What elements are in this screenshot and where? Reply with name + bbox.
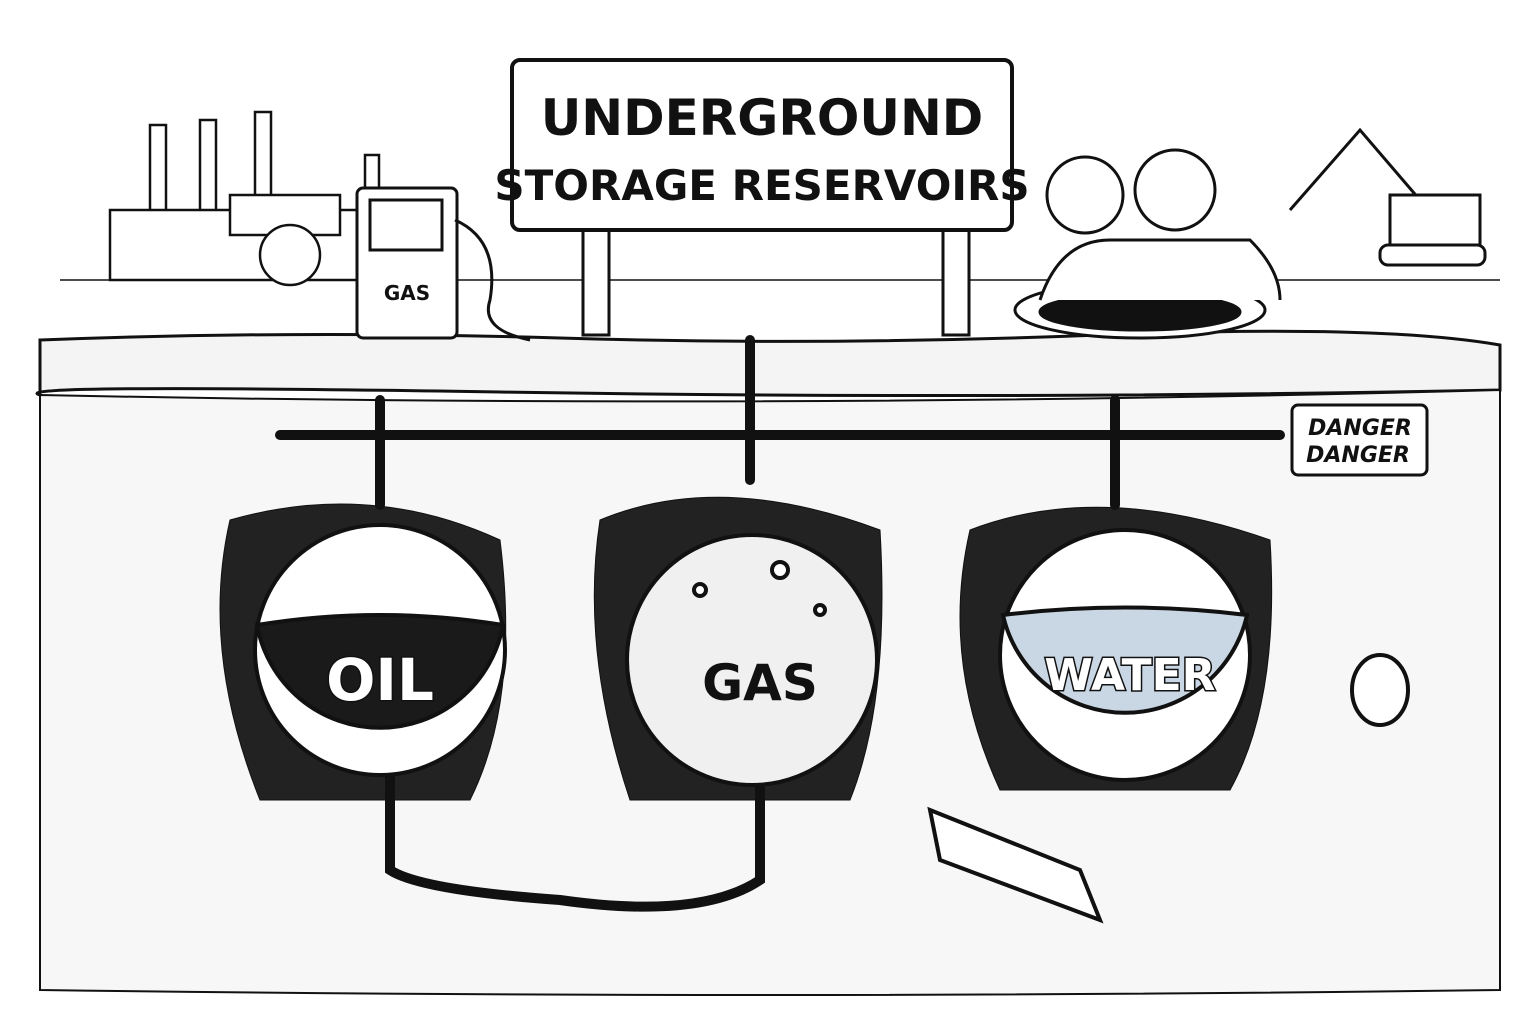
danger-line2: DANGER (1306, 443, 1410, 468)
excavator (1288, 127, 1487, 267)
tank-gas (625, 533, 879, 787)
factory (108, 110, 381, 287)
gas-pump (355, 186, 531, 342)
tank-water (998, 528, 1252, 782)
drain-pipes (927, 653, 1410, 924)
ground-surface (35, 279, 1502, 398)
sign-title-line2: STORAGE RESERVOIRS (494, 161, 1029, 210)
title-sign (510, 58, 1014, 337)
manhole-onlookers (1013, 148, 1282, 340)
pump-label: GAS (384, 281, 430, 305)
tank-label-water: WATER (1044, 650, 1215, 701)
tank-label-oil: OIL (326, 646, 434, 714)
tank-label-gas: GAS (702, 654, 818, 712)
sign-title-line1: UNDERGROUND (541, 89, 984, 147)
tank-oil (253, 523, 507, 777)
danger-line1: DANGER (1308, 416, 1412, 441)
danger-sign-shape (1290, 403, 1429, 477)
pipes (275, 335, 1285, 912)
